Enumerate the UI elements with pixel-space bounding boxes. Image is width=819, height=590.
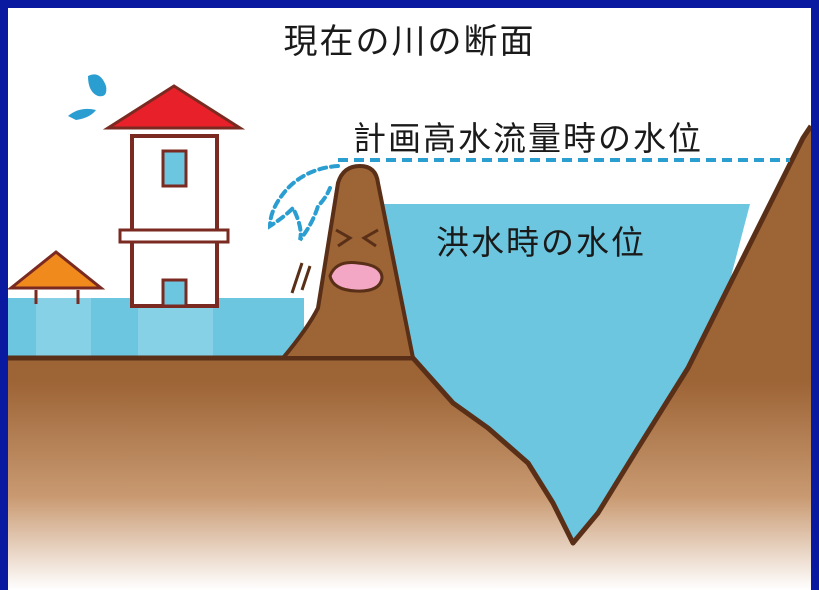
planned-high-water-label: 計画高水流量時の水位 (353, 119, 703, 158)
diagram-panel: 現在の川の断面 計画高水流量時の水位 洪水時の水位 (8, 8, 811, 590)
flood-water-level-label: 洪水時の水位 (436, 223, 646, 262)
small-house (8, 250, 106, 304)
diagram-title: 現在の川の断面 (283, 22, 536, 62)
sweat-line (290, 262, 304, 294)
river-cross-section-illustration (8, 74, 811, 590)
ground-outline (8, 124, 811, 546)
water-drop (68, 108, 96, 120)
levee-face-mouth (328, 261, 384, 293)
tall-house (102, 84, 246, 308)
overflow-splash (267, 164, 340, 242)
levee-face-eye-left (335, 228, 353, 248)
levee-face-eye-right (361, 228, 379, 248)
flood-water-shade (36, 298, 91, 358)
water-drop (88, 74, 107, 97)
sweat-line (300, 265, 312, 291)
river-water-flood-level (380, 204, 750, 543)
